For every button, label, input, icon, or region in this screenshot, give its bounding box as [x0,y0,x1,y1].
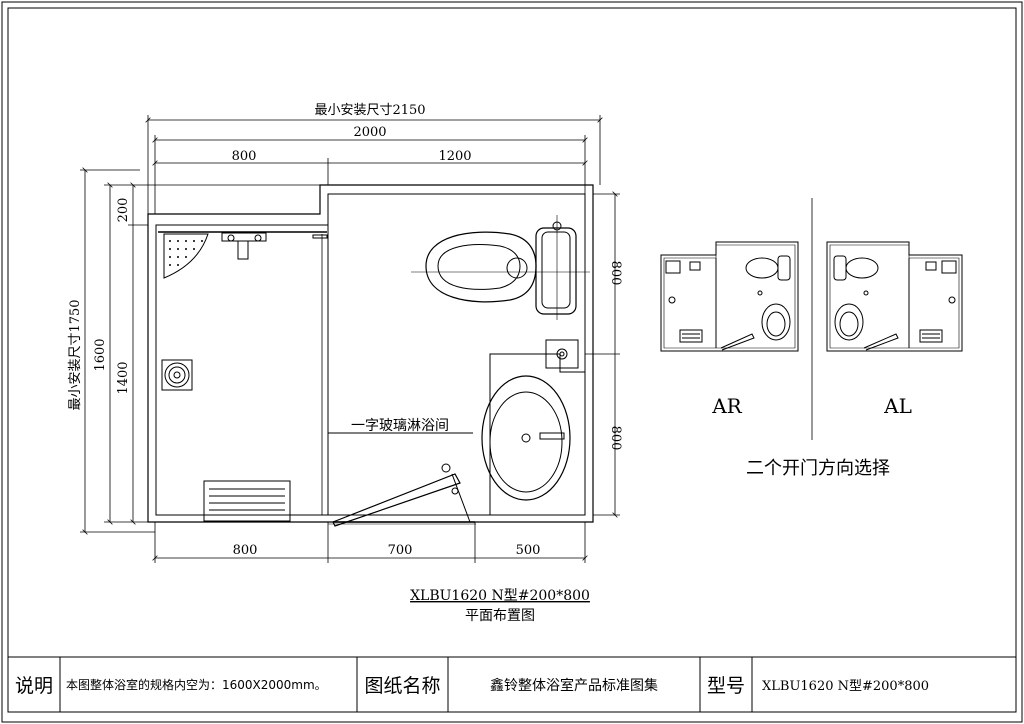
plan-model-label: XLBU1620 N型#200*800 [410,588,590,604]
door-option-al [826,241,963,352]
dim-offset-200: 200 [116,198,131,223]
inner-border [7,7,1017,713]
dim-top-left: 800 [232,149,257,164]
dim-min-install-depth: 最小安装尺寸1750 [68,299,83,410]
door-option-ar [660,241,799,352]
dimension-lines [80,115,620,563]
dim-depth-1400: 1400 [116,361,131,394]
dim-overall-width: 2000 [353,125,386,140]
note-label: 说明 [14,675,53,697]
title-block-grid [7,656,1017,713]
dim-right-lower: 800 [608,426,623,451]
main-floor-plan [147,184,594,527]
model-no-label: 型号 [706,675,745,697]
option-ar-label: AR [711,394,742,418]
model-no: XLBU1620 N型#200*800 [762,679,930,694]
dimension-texts: 最小安装尺寸2150 2000 800 1200 最小安装尺寸1750 1600… [68,103,623,624]
dim-bottom-mid: 700 [388,543,413,558]
dim-min-install-width: 最小安装尺寸2150 [314,103,425,118]
plan-caption: 平面布置图 [465,608,535,624]
dim-top-right: 1200 [438,149,471,164]
dim-depth-1600: 1600 [93,338,108,371]
glass-shower-label: 一字玻璃淋浴间 [351,417,449,434]
dim-right-upper: 800 [608,261,623,286]
drawing-name: 鑫铃整体浴室产品标准图集 [490,677,658,694]
option-al-label: AL [883,394,912,418]
options-caption: 二个开门方向选择 [746,458,890,479]
drawing-name-label: 图纸名称 [364,675,441,697]
dim-bottom-left: 800 [233,543,258,558]
dim-bottom-right: 500 [516,543,541,558]
note-text: 本图整体浴室的规格内空为：1600X2000mm。 [66,678,327,692]
option-labels: AR AL 二个开门方向选择 [711,394,912,479]
